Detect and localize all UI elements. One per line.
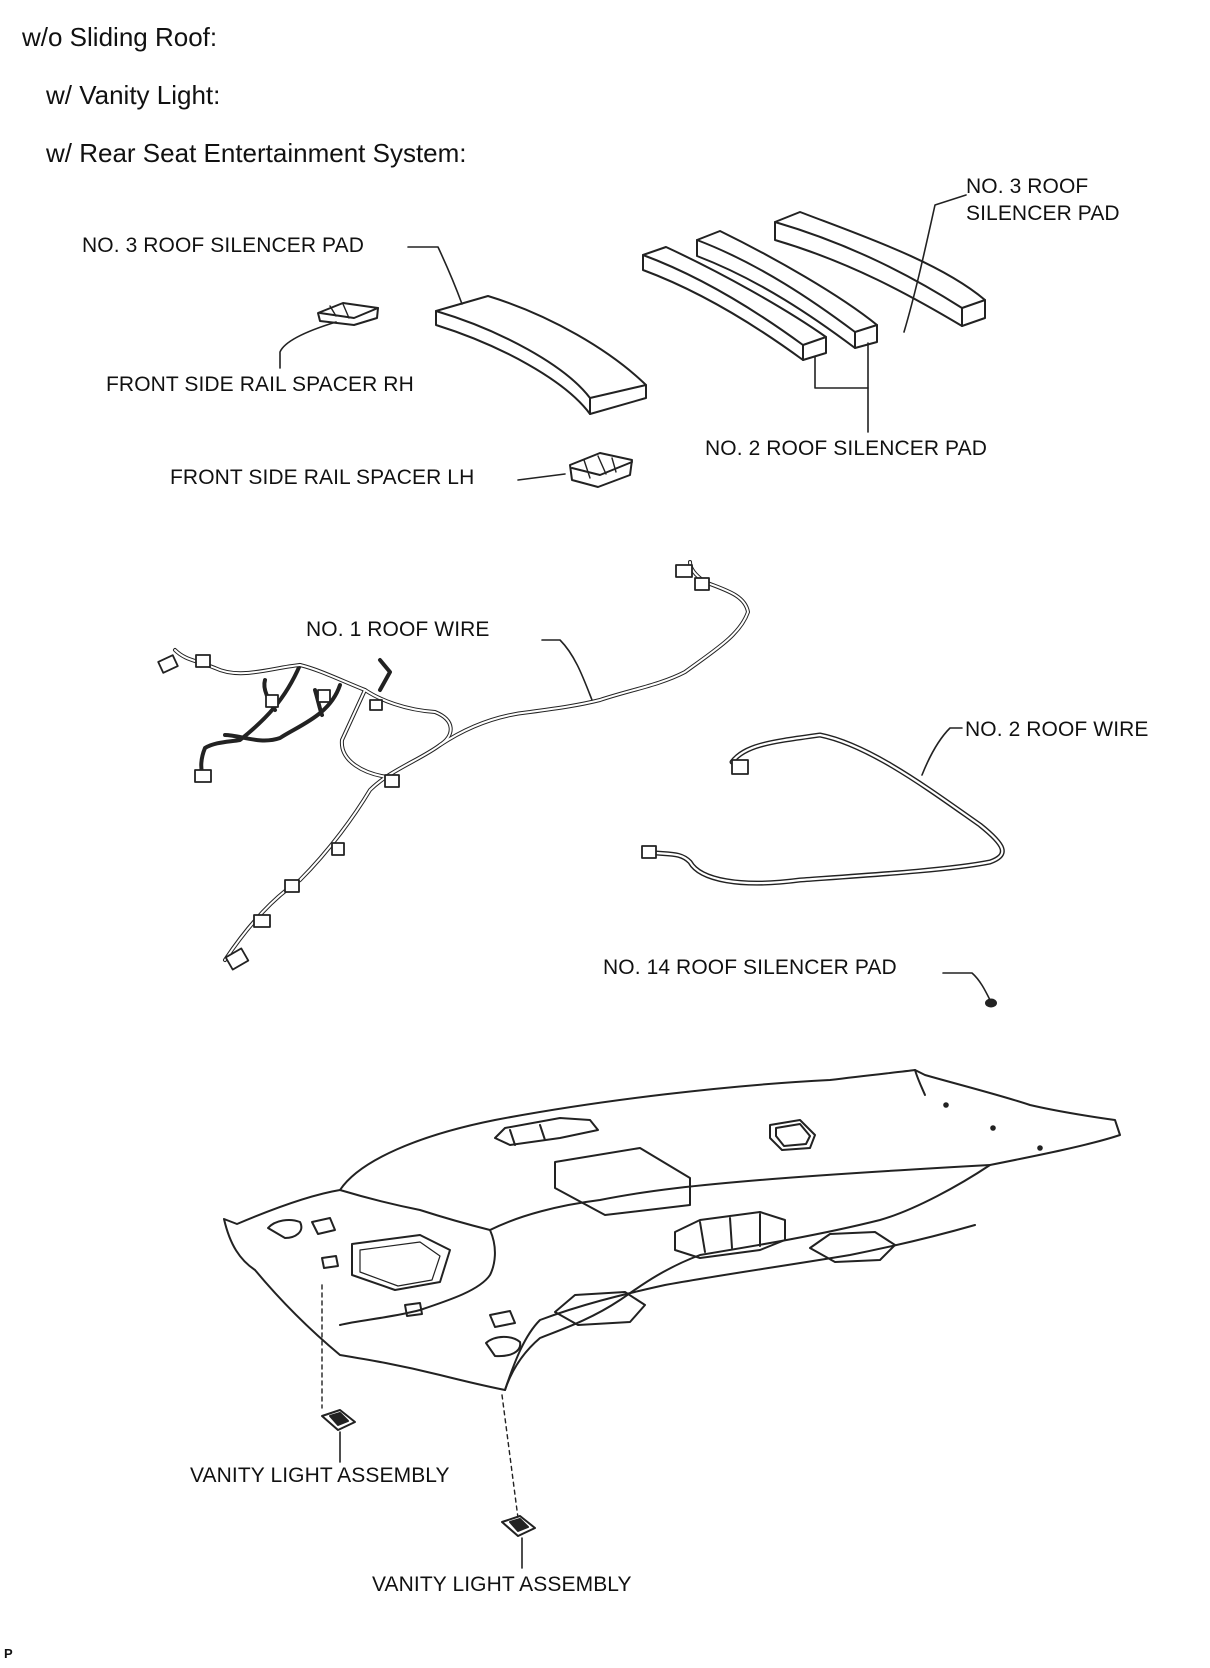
condition-vanity-light: w/ Vanity Light: xyxy=(46,80,221,110)
no2-roof-silencer-pad-back xyxy=(696,230,878,349)
condition-rear-seat-entertainment: w/ Rear Seat Entertainment System: xyxy=(46,138,467,168)
label-vanity-light-left: VANITY LIGHT ASSEMBLY xyxy=(190,1464,450,1487)
front-side-rail-spacer-lh xyxy=(517,452,633,488)
no3-left-leader xyxy=(407,246,463,305)
no14-roof-silencer-pad xyxy=(942,972,997,1008)
vanity-light-assembly-right xyxy=(501,1394,536,1569)
no3-right-leader xyxy=(903,194,967,333)
label-no3-pad-left: NO. 3 ROOF SILENCER PAD xyxy=(82,234,364,257)
label-no2-pad: NO. 2 ROOF SILENCER PAD xyxy=(705,437,987,460)
label-front-spacer-lh: FRONT SIDE RAIL SPACER LH xyxy=(170,466,475,489)
front-side-rail-spacer-rh xyxy=(279,302,379,369)
no3-roof-silencer-pad-left xyxy=(435,295,647,415)
label-no14-pad: NO. 14 ROOF SILENCER PAD xyxy=(603,956,897,979)
label-no2-wire: NO. 2 ROOF WIRE xyxy=(965,718,1149,741)
no2-wire-leader xyxy=(921,727,963,776)
condition-sliding-roof: w/o Sliding Roof: xyxy=(22,22,218,52)
label-no3-pad-right-line2: SILENCER PAD xyxy=(966,202,1120,225)
label-no3-pad-right-line1: NO. 3 ROOF xyxy=(966,175,1089,198)
no1-wire-leader xyxy=(541,639,593,701)
label-vanity-light-right: VANITY LIGHT ASSEMBLY xyxy=(372,1573,632,1596)
footer-code: P xyxy=(4,1646,13,1661)
label-no1-wire: NO. 1 ROOF WIRE xyxy=(306,618,490,641)
no3-roof-silencer-pad-right xyxy=(774,211,986,327)
no2-pad-leader xyxy=(814,342,869,433)
vanity-light-assembly-left xyxy=(321,1284,356,1463)
no2-roof-wire xyxy=(641,732,1005,886)
roof-headliner xyxy=(223,1069,1121,1391)
label-front-spacer-rh: FRONT SIDE RAIL SPACER RH xyxy=(106,373,414,396)
no2-roof-silencer-pad-front xyxy=(642,246,827,361)
no1-roof-wire-connectors xyxy=(157,564,710,971)
